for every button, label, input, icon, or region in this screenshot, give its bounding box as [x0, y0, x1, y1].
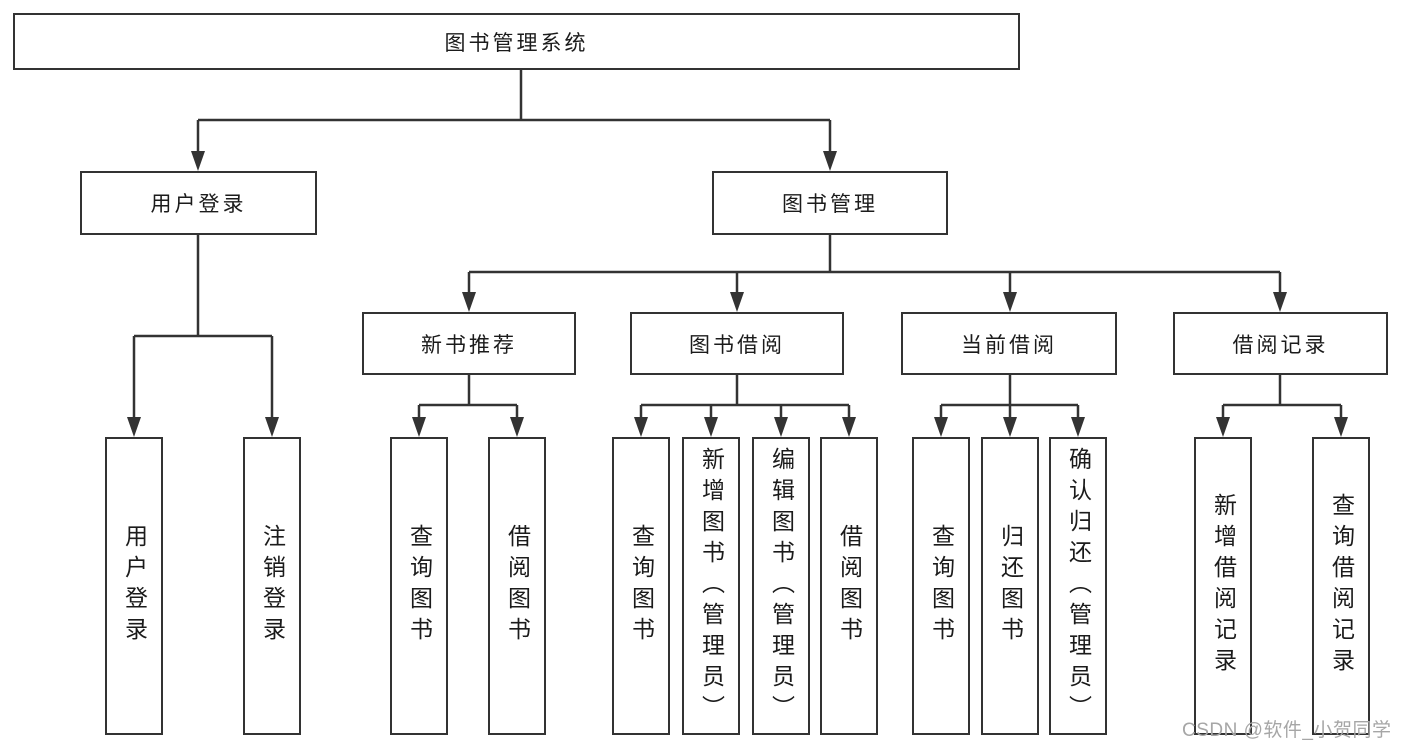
leaf-query-borrow-record: 查询借阅记录 — [1312, 437, 1370, 735]
node-label: 查询图书 — [406, 524, 433, 648]
leaf-query-books-current: 查询图书 — [912, 437, 970, 735]
node-label: 新书推荐 — [421, 333, 517, 357]
node-label: 归还图书 — [997, 524, 1024, 648]
node-label: 当前借阅 — [961, 333, 1057, 357]
node-current-borrowing: 当前借阅 — [901, 312, 1117, 375]
connector-book-borrowing-branch — [634, 375, 856, 437]
connector-root-to-level2 — [191, 70, 837, 171]
node-label: 借阅图书 — [504, 524, 531, 648]
node-user-login: 用户登录 — [80, 171, 317, 235]
connector-book-management-branch — [462, 235, 1287, 312]
node-label: 查询图书 — [628, 524, 655, 648]
leaf-logout-login: 注销登录 — [243, 437, 301, 735]
leaf-return-books: 归还图书 — [981, 437, 1039, 735]
connector-current-borrowing-branch — [934, 375, 1085, 437]
node-borrowing-records: 借阅记录 — [1173, 312, 1388, 375]
node-label: 编辑图书（管理员） — [768, 446, 795, 726]
connector-new-book-recommendation-branch — [412, 375, 524, 437]
leaf-borrow-books-borrowing: 借阅图书 — [820, 437, 878, 735]
node-label: 确认归还（管理员） — [1065, 446, 1092, 726]
node-label: 借阅记录 — [1232, 333, 1329, 357]
node-label: 图书管理 — [782, 193, 878, 216]
leaf-add-borrow-record: 新增借阅记录 — [1194, 437, 1252, 735]
watermark: CSDN @软件_小贺同学 — [1182, 720, 1392, 741]
node-label: 查询图书 — [928, 524, 955, 648]
node-label: 新增图书（管理员） — [698, 446, 725, 726]
node-book-borrowing: 图书借阅 — [630, 312, 844, 375]
leaf-query-books-borrowing: 查询图书 — [612, 437, 670, 735]
node-label: 新增借阅记录 — [1210, 493, 1237, 679]
node-label: 图书借阅 — [689, 333, 785, 357]
leaf-add-books-admin: 新增图书（管理员） — [682, 437, 740, 735]
node-label: 用户登录 — [150, 193, 247, 216]
node-label: 借阅图书 — [836, 524, 863, 648]
node-label: 用户登录 — [121, 524, 148, 648]
connector-borrowing-records-branch — [1216, 375, 1348, 437]
node-book-management: 图书管理 — [712, 171, 948, 235]
leaf-query-books-recommend: 查询图书 — [390, 437, 448, 735]
connector-user-login-branch — [127, 235, 279, 437]
leaf-borrow-books-recommend: 借阅图书 — [488, 437, 546, 735]
node-label: 注销登录 — [259, 524, 286, 648]
leaf-confirm-return-admin: 确认归还（管理员） — [1049, 437, 1107, 735]
node-label: 图书管理系统 — [444, 31, 589, 55]
node-label: 查询借阅记录 — [1328, 493, 1355, 679]
leaf-edit-books-admin: 编辑图书（管理员） — [752, 437, 810, 735]
node-library-management-system: 图书管理系统 — [13, 13, 1020, 70]
leaf-user-login: 用户登录 — [105, 437, 163, 735]
node-new-book-recommendation: 新书推荐 — [362, 312, 576, 375]
